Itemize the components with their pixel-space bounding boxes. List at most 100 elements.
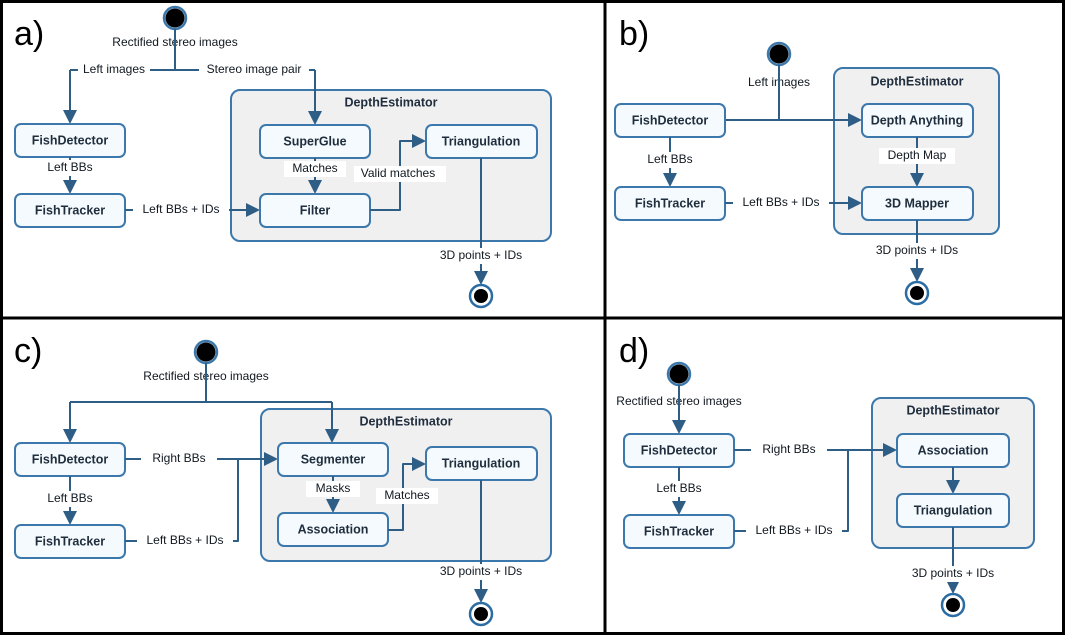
panel-b-node-fish-tracker-label: FishTracker	[635, 196, 705, 210]
panel-d-arrow-left-bbs	[672, 501, 686, 515]
panel-a-node-filter-label: Filter	[300, 203, 331, 217]
panel-c-arrow-points-ids	[474, 589, 488, 603]
panel-d-edge-left-bbs: Left BBs	[656, 481, 701, 495]
panel-b-node-3d-mapper-label: 3D Mapper	[885, 196, 949, 210]
panel-c: c) DepthEstimator Rectified stereo image…	[14, 332, 552, 627]
panel-a-letter: a)	[14, 15, 44, 53]
panel-d-container-title: DepthEstimator	[906, 403, 999, 417]
panel-b-label-bg-left-bbs	[634, 152, 706, 168]
panel-d-end-node	[940, 592, 966, 618]
panel-a-node-fish-tracker-label: FishTracker	[35, 203, 105, 217]
panel-a: a) DepthEstimator Rectified stereo image…	[14, 5, 552, 309]
panel-b-end-node	[904, 280, 930, 306]
panel-d-arrow-right-bbs	[883, 443, 897, 457]
panel-a-node-superglue-label: SuperGlue	[283, 134, 346, 148]
panel-c-end-node	[468, 601, 494, 627]
panel-c-node-association-label: Association	[298, 522, 369, 536]
panel-a-node-triangulation-label: Triangulation	[442, 134, 520, 148]
panel-c-start-node	[193, 339, 219, 365]
panel-a-edge-stereo-image-pair: Stereo image pair	[207, 62, 302, 76]
panel-b-label-bg-points-ids	[868, 243, 966, 259]
panel-b-edge-depth-map: Depth Map	[888, 148, 947, 162]
panel-c-node-fish-detector-label: FishDetector	[32, 452, 109, 466]
panel-a-edge-left-bbs: Left BBs	[47, 160, 92, 174]
panel-c-label-bg-matches	[376, 488, 438, 504]
panel-c-arrow-branch-left	[63, 429, 77, 443]
panel-a-arrow-valid-matches	[412, 134, 426, 148]
panel-a-arrow-left-bbs	[63, 180, 77, 194]
panel-c-edge-right-bbs: Right BBs	[152, 451, 205, 465]
panel-c-letter: c)	[14, 332, 42, 370]
panel-a-label-bg-stereo-pair	[199, 62, 309, 78]
panel-a-arrow-matches	[308, 180, 322, 194]
panel-b-container-title: DepthEstimator	[870, 74, 963, 88]
panel-a-end-node	[468, 283, 494, 309]
panel-a-edge-points-ids: 3D points + IDs	[440, 248, 522, 262]
panel-c-edge-matches: Matches	[384, 488, 429, 502]
panel-c-node-fish-tracker-label: FishTracker	[35, 534, 105, 548]
panel-b-label-bg-left-bbs-ids	[733, 195, 829, 211]
panel-c-node-triangulation-label: Triangulation	[442, 456, 520, 470]
panel-a-arrow-stereo-pair	[308, 111, 322, 125]
panel-d-node-association-label: Association	[918, 443, 989, 457]
panel-d-label-bg-left-bbs	[643, 481, 715, 497]
panel-d-label-bg-points-ids	[904, 566, 1002, 582]
panel-d-flow-left-bbs-ids	[734, 450, 849, 532]
panel-b-arrow-left-bbs-ids	[848, 196, 862, 210]
panel-a-arrow-left-images	[63, 110, 77, 124]
panel-c-arrow-branch-right	[325, 429, 339, 443]
panel-a-label-bg-left-bbs-ids	[133, 202, 229, 218]
panel-b-edge-left-bbs-ids: Left BBs + IDs	[742, 195, 819, 209]
panel-c-label-bg-left-bbs	[34, 491, 106, 507]
panel-a-edge-left-images: Left images	[83, 62, 145, 76]
panel-b-node-fish-detector-label: FishDetector	[632, 113, 709, 127]
panel-a-label-bg-matches	[284, 161, 346, 177]
panel-d: d) DepthEstimator Rectified stereo image…	[616, 332, 1035, 618]
panel-a-edge-valid-matches: Valid matches	[361, 166, 435, 180]
panel-c-arrow-left-bbs	[63, 511, 77, 525]
panel-b-letter: b)	[619, 15, 649, 53]
panel-a-edge-left-bbs-ids: Left BBs + IDs	[142, 202, 219, 216]
panel-c-edge-left-bbs: Left BBs	[47, 491, 92, 505]
panel-d-edge-right-bbs: Right BBs	[762, 442, 815, 456]
panel-d-start-node	[666, 361, 692, 387]
panel-c-edge-masks: Masks	[316, 481, 351, 495]
panel-c-label-bg-right-bbs	[141, 451, 217, 467]
panel-b-start-node	[766, 41, 792, 67]
panel-b: b) DepthEstimator Left images FishDetect…	[614, 15, 1000, 306]
panel-d-edge-left-bbs-ids: Left BBs + IDs	[755, 523, 832, 537]
panel-d-label-bg-right-bbs	[751, 442, 827, 458]
panel-b-edge-left-bbs: Left BBs	[647, 152, 692, 166]
panel-c-label-bg-left-bbs-ids	[137, 533, 233, 549]
panel-a-node-fish-detector-label: FishDetector	[32, 133, 109, 147]
panel-d-label-bg-left-bbs-ids	[746, 523, 842, 539]
panel-b-arrow-depth-map	[910, 173, 924, 187]
panel-a-label-bg-left-images	[78, 62, 150, 78]
panel-c-arrow-right-bbs	[264, 452, 278, 466]
panel-b-arrow-left-bbs	[663, 173, 677, 187]
panel-b-node-depth-anything-label: Depth Anything	[871, 113, 964, 127]
panel-c-arrow-matches	[412, 457, 426, 471]
panel-b-arrow-to-depth-anything	[848, 113, 862, 127]
panel-c-flow-left-bbs-ids	[125, 459, 239, 542]
panel-a-edge-matches: Matches	[292, 161, 337, 175]
panel-d-edge-points-ids: 3D points + IDs	[912, 566, 994, 580]
panel-d-node-triangulation-label: Triangulation	[914, 503, 992, 517]
panel-a-start-node	[162, 5, 188, 31]
panel-d-arrow-points-ids	[946, 580, 960, 594]
panel-a-label-bg-left-bbs	[34, 160, 106, 176]
panel-d-arrow-start-stem	[672, 420, 686, 434]
panel-a-arrow-points-ids	[474, 271, 488, 285]
panel-d-letter: d)	[619, 332, 649, 370]
panel-a-label-bg-valid-matches	[354, 166, 446, 182]
panel-a-arrow-left-bbs-ids	[246, 203, 260, 217]
panel-d-arrow-association-triangulation	[946, 480, 960, 494]
panel-b-label-bg-depth-map	[879, 148, 955, 164]
panel-c-edge-points-ids: 3D points + IDs	[440, 564, 522, 578]
panel-c-edge-left-bbs-ids: Left BBs + IDs	[146, 533, 223, 547]
panel-c-label-bg-masks	[306, 481, 360, 497]
panel-a-label-bg-points-ids	[432, 248, 530, 264]
panel-b-edge-points-ids: 3D points + IDs	[876, 243, 958, 257]
